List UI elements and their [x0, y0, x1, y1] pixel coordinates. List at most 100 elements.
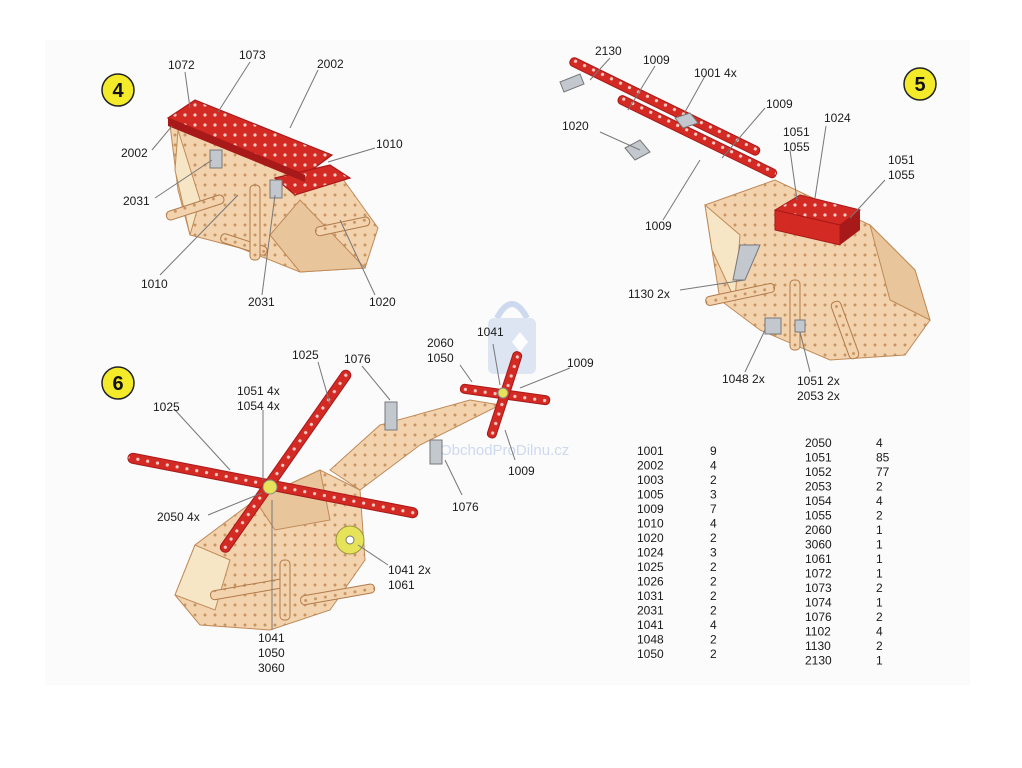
part-code: 2031 — [637, 604, 664, 618]
callout-3060: 3060 — [258, 661, 285, 675]
callout-1009-bottom: 1009 — [645, 219, 672, 233]
part-code: 1001 — [637, 444, 664, 458]
step-number: 6 — [112, 373, 123, 395]
step-badge — [903, 67, 937, 101]
shopping-bag-watermark-icon — [488, 301, 536, 374]
part-code: 1024 — [637, 546, 664, 560]
part-code: 1072 — [805, 567, 832, 581]
part-quantity: 2 — [710, 604, 717, 618]
part-quantity: 4 — [876, 625, 883, 639]
step-number: 4 — [112, 80, 124, 102]
part-quantity: 2 — [876, 480, 883, 494]
part-code: 1048 — [637, 633, 664, 647]
part-quantity: 1 — [876, 523, 883, 537]
part-code: 2130 — [805, 654, 832, 668]
part-code: 1041 — [637, 618, 664, 632]
step-4-model — [165, 99, 379, 273]
part-quantity: 3 — [710, 546, 717, 560]
callout-1050-bottom: 1050 — [258, 646, 285, 660]
part-quantity: 4 — [710, 517, 717, 531]
callout-1055-a: 1055 — [783, 140, 810, 154]
part-quantity: 2 — [876, 639, 883, 653]
callout-1073: 2002 — [317, 57, 344, 71]
callout-1009-lower: 1009 — [508, 464, 535, 478]
step-badge — [101, 73, 135, 107]
callout-1076-lower: 1076 — [452, 500, 479, 514]
callout-1041-top: 1041 — [477, 325, 504, 339]
part-quantity: 4 — [710, 618, 717, 632]
callout-1020: 1020 — [562, 119, 589, 133]
watermark: ObchodProDilnu.cz — [440, 301, 569, 459]
part-quantity: 4 — [876, 436, 883, 450]
part-quantity: 1 — [876, 596, 883, 610]
callout-1025-left: 1025 — [153, 400, 180, 414]
callout-1009-right: 1009 — [766, 97, 793, 111]
part-quantity: 3 — [710, 488, 717, 502]
part-code: 1051 — [805, 451, 832, 465]
callout-1010-bottom: 1010 — [141, 277, 168, 291]
callout-1051-2x: 1051 2x — [797, 374, 840, 388]
part-code: 1050 — [637, 647, 664, 661]
part-code: 1055 — [805, 509, 832, 523]
part-quantity: 4 — [876, 494, 883, 508]
part-code: 1061 — [805, 552, 832, 566]
callout-1055-b: 1055 — [888, 168, 915, 182]
part-code: 1003 — [637, 473, 664, 487]
part-code: 1102 — [805, 625, 831, 639]
part-code: 1025 — [637, 560, 664, 574]
part-code: 1074 — [805, 596, 832, 610]
callout-2002-left: 2002 — [121, 146, 148, 160]
part-quantity: 85 — [876, 451, 890, 465]
callout-1061: 1061 — [388, 578, 415, 592]
part-quantity: 1 — [876, 538, 883, 552]
callout-2060: 2060 — [427, 336, 454, 350]
part-quantity: 2 — [876, 581, 883, 595]
step-6-model — [127, 351, 551, 631]
part-quantity: 77 — [876, 465, 890, 479]
part-quantity: 2 — [710, 633, 717, 647]
part-quantity: 2 — [710, 473, 717, 487]
part-quantity: 2 — [876, 509, 883, 523]
callout-1010-right: 1010 — [376, 137, 403, 151]
callout-1048-2x: 1048 2x — [722, 372, 765, 386]
watermark-text: ObchodProDilnu.cz — [440, 442, 569, 459]
part-quantity: 2 — [876, 610, 883, 624]
part-code: 2050 — [805, 436, 832, 450]
part-quantity: 4 — [710, 459, 717, 473]
callout-1051-a: 1051 — [783, 125, 810, 139]
part-code: 1130 — [805, 639, 831, 653]
step-5-group: 5 — [559, 44, 937, 403]
callout-2050-4x: 2050 4x — [157, 510, 200, 524]
callout-2031-left: 2031 — [123, 194, 150, 208]
part-code: 2060 — [805, 523, 832, 537]
callout-1009-right: 1009 — [567, 356, 594, 370]
part-quantity: 2 — [710, 560, 717, 574]
callout-2053-2x: 2053 2x — [797, 389, 840, 403]
part-code: 2002 — [637, 459, 664, 473]
part-code: 2053 — [805, 480, 832, 494]
part-code: 1020 — [637, 531, 664, 545]
callout-2031-bottom: 2031 — [248, 295, 275, 309]
part-quantity: 1 — [876, 654, 883, 668]
part-quantity: 2 — [710, 531, 717, 545]
callout-1009-top: 1009 — [643, 53, 670, 67]
part-code: 3060 — [805, 538, 832, 552]
part-quantity: 2 — [710, 647, 717, 661]
part-code: 1009 — [637, 502, 664, 516]
callout-1001-4x: 1001 4x — [694, 66, 737, 80]
callout-1025-top: 1025 — [292, 348, 319, 362]
callout-1076-top: 1076 — [344, 352, 371, 366]
part-quantity: 1 — [876, 552, 883, 566]
step-4-group: 4 2 — [101, 48, 403, 309]
part-code: 1052 — [805, 465, 832, 479]
part-quantity: 2 — [710, 589, 717, 603]
step-4-leaders — [151, 61, 376, 296]
step-6-group: 6 — [101, 325, 594, 675]
callout-1130-2x: 1130 2x — [628, 287, 670, 301]
callout-1041-bottom: 1041 — [258, 631, 285, 645]
step-badge — [101, 366, 135, 400]
callout-1051-b: 1051 — [888, 153, 915, 167]
part-code: 1010 — [637, 517, 664, 531]
